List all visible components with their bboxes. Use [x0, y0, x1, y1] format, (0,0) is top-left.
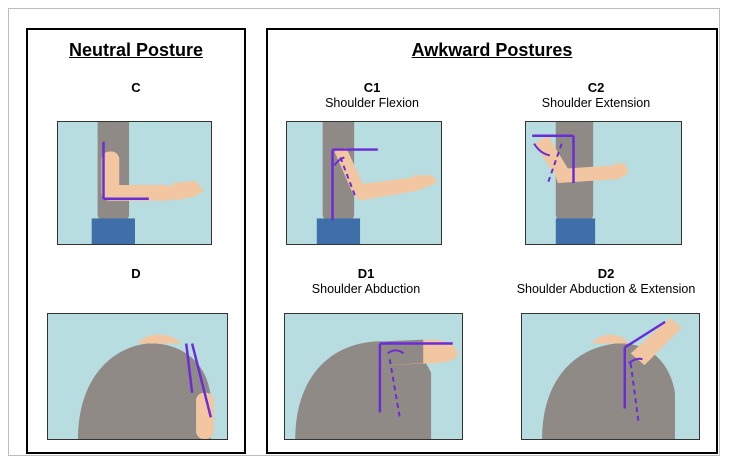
label-c-code: C: [28, 80, 244, 96]
awkward-postures-panel: Awkward Postures C1 Shoulder Flexion C2 …: [266, 28, 718, 454]
label-c2-desc: Shoulder Extension: [492, 96, 700, 111]
label-d2: D2 Shoulder Abduction & Extension: [492, 266, 720, 297]
label-c1: C1 Shoulder Flexion: [268, 80, 476, 111]
illustration-d1-shoulder-abduction: [284, 313, 463, 440]
illustration-d2-shoulder-abduction-extension: [521, 313, 700, 440]
label-c: C: [28, 80, 244, 96]
shirt-back: [542, 343, 675, 439]
hand: [413, 175, 437, 191]
illustration-d-neutral-shoulder: [47, 313, 228, 440]
jeans: [556, 218, 595, 244]
label-c1-desc: Shoulder Flexion: [268, 96, 476, 111]
jeans: [317, 218, 360, 244]
neck: [591, 335, 628, 344]
illustration-c2-shoulder-extension: [525, 121, 682, 245]
neutral-posture-panel: Neutral Posture C D: [26, 28, 246, 454]
label-d1-desc: Shoulder Abduction: [268, 282, 464, 297]
label-d: D: [28, 266, 244, 282]
awkward-postures-title: Awkward Postures: [268, 40, 716, 61]
illustration-c-neutral-shoulder: [57, 121, 212, 245]
label-d1-code: D1: [268, 266, 464, 282]
neutral-posture-title: Neutral Posture: [28, 40, 244, 61]
label-c1-code: C1: [268, 80, 476, 96]
label-d2-code: D2: [492, 266, 720, 282]
forearm: [354, 177, 417, 201]
label-c2-code: C2: [492, 80, 700, 96]
hand: [172, 181, 203, 201]
jeans: [92, 218, 135, 244]
neck: [137, 335, 181, 344]
label-c2: C2 Shoulder Extension: [492, 80, 700, 111]
label-d1: D1 Shoulder Abduction: [268, 266, 464, 297]
label-d2-desc: Shoulder Abduction & Extension: [492, 282, 720, 297]
illustration-c1-shoulder-flexion: [286, 121, 442, 245]
label-d-code: D: [28, 266, 244, 282]
